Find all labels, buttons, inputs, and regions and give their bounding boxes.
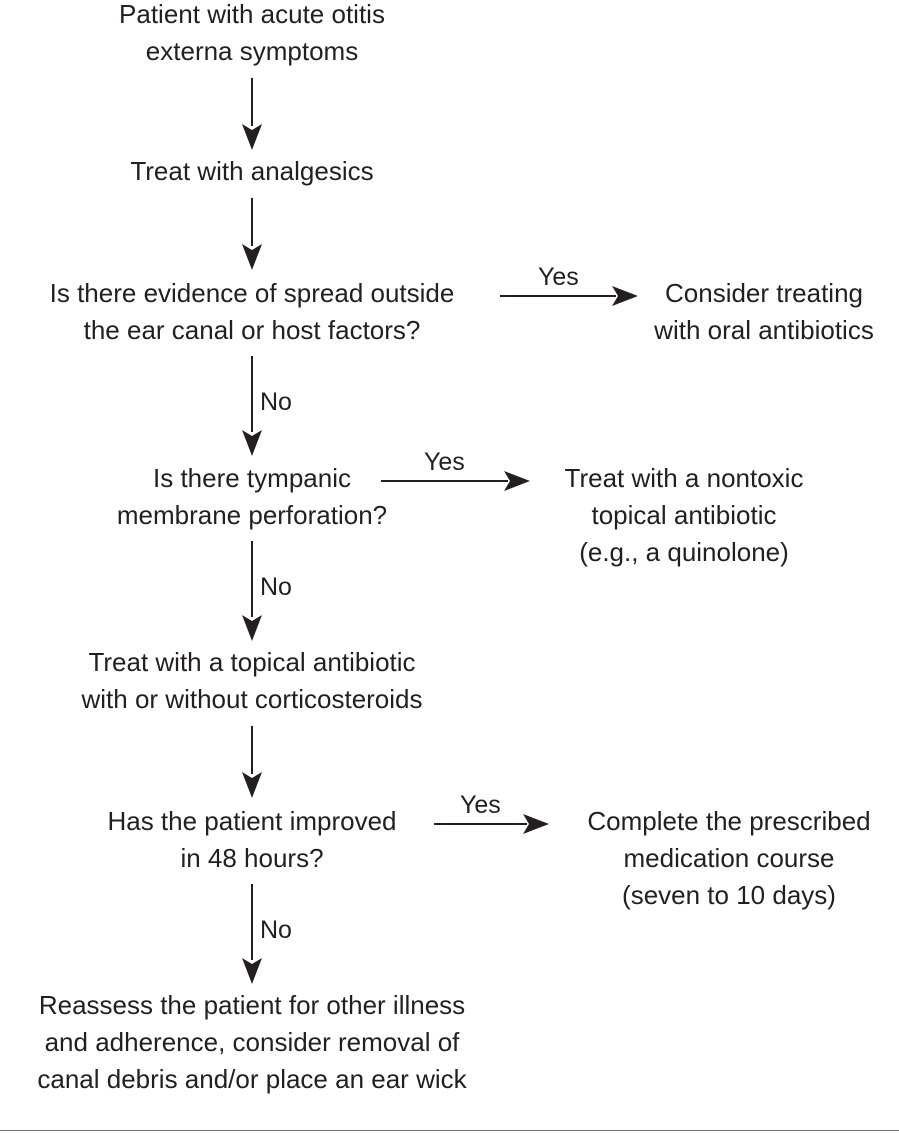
- start-node: Patient with acute otitis externa sympto…: [52, 0, 452, 70]
- topical-antibiotic-line-1: Treat with a topical antibiotic: [88, 647, 416, 677]
- arrow-analgesics-to-spread-question: [242, 198, 262, 270]
- reassess-line-3: canal debris and/or place an ear wick: [37, 1064, 467, 1094]
- spread-question-line-2: the ear canal or host factors?: [83, 315, 421, 345]
- reassess-node: Reassess the patient for other illness a…: [2, 987, 502, 1098]
- start-line-1: Patient with acute otitis: [119, 0, 385, 29]
- oral-antibiotics-line-1: Consider treating: [665, 278, 863, 308]
- improved-question-line-2: in 48 hours?: [180, 843, 324, 873]
- nontoxic-topical-node: Treat with a nontoxic topical antibiotic…: [534, 460, 834, 571]
- analgesics-line-1: Treat with analgesics: [130, 156, 374, 186]
- arrow-topical-to-improved-question: [242, 726, 262, 798]
- perforation-no-label: No: [260, 573, 292, 601]
- topical-antibiotic-node: Treat with a topical antibiotic with or …: [27, 644, 477, 718]
- arrow-start-to-analgesics: [242, 78, 262, 150]
- complete-course-line-3: (seven to 10 days): [622, 880, 836, 910]
- improved-yes-label: Yes: [460, 791, 501, 819]
- arrow-spread-yes: [500, 286, 638, 306]
- reassess-line-2: and adherence, consider removal of: [44, 1027, 460, 1057]
- perforation-question-line-1: Is there tympanic: [153, 463, 351, 493]
- nontoxic-topical-line-3: (e.g., a quinolone): [579, 537, 789, 567]
- complete-course-node: Complete the prescribed medication cours…: [554, 803, 899, 914]
- arrow-spread-no: [242, 356, 262, 456]
- improved-question-node: Has the patient improved in 48 hours?: [52, 803, 452, 877]
- spread-no-label: No: [260, 388, 292, 416]
- analgesics-node: Treat with analgesics: [52, 153, 452, 190]
- improved-no-label: No: [260, 916, 292, 944]
- arrow-perforation-yes: [381, 471, 530, 491]
- perforation-question-node: Is there tympanic membrane perforation?: [52, 460, 452, 534]
- nontoxic-topical-line-2: topical antibiotic: [591, 500, 777, 530]
- perforation-yes-label: Yes: [424, 448, 465, 476]
- bottom-rule: [0, 1130, 899, 1131]
- complete-course-line-1: Complete the prescribed: [587, 806, 871, 836]
- oral-antibiotics-line-2: with oral antibiotics: [654, 315, 874, 345]
- spread-question-line-1: Is there evidence of spread outside: [49, 278, 455, 308]
- perforation-question-line-2: membrane perforation?: [116, 500, 388, 530]
- reassess-line-1: Reassess the patient for other illness: [38, 990, 466, 1020]
- arrow-improved-yes: [434, 814, 549, 834]
- spread-question-node: Is there evidence of spread outside the …: [2, 275, 502, 349]
- topical-antibiotic-line-2: with or without corticosteroids: [81, 684, 423, 714]
- start-line-2: externa symptoms: [145, 36, 359, 66]
- arrow-perforation-no: [242, 541, 262, 641]
- arrow-improved-no: [242, 884, 262, 984]
- spread-yes-label: Yes: [538, 263, 579, 291]
- oral-antibiotics-node: Consider treating with oral antibiotics: [626, 275, 899, 349]
- improved-question-line-1: Has the patient improved: [107, 806, 397, 836]
- nontoxic-topical-line-1: Treat with a nontoxic: [564, 463, 804, 493]
- complete-course-line-2: medication course: [623, 843, 835, 873]
